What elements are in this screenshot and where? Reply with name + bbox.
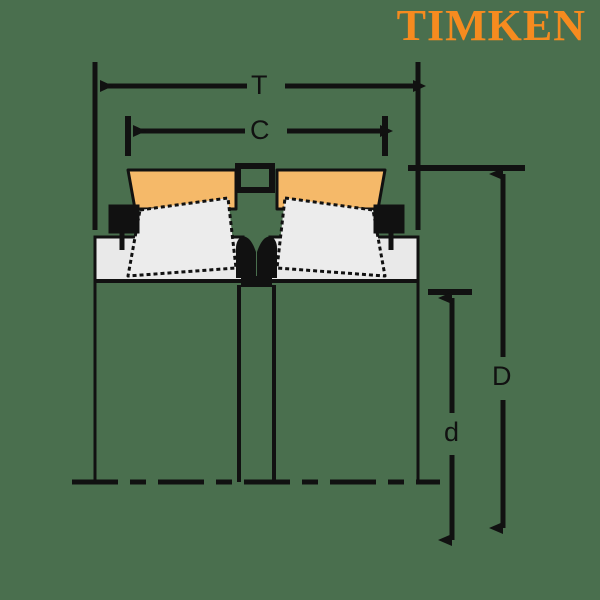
roller-left [126,196,238,278]
dimension-label-T: T [251,70,268,100]
cup-outer-race-left [126,168,238,211]
timken-logo: TIMKEN [396,1,586,50]
center-rib-left [236,236,256,278]
extension-lines [92,62,525,482]
roller-right [275,196,387,278]
cone-rib-right [373,204,405,234]
center-rib-right [257,236,277,278]
bearing-body [93,163,420,287]
center-spacer-notch [235,163,275,193]
dimension-label-C: C [250,115,270,145]
dimension-arrows [100,80,506,546]
dimension-label-D: D [492,361,512,391]
cone-rib-left [108,204,140,234]
dimension-label-d: d [444,417,460,447]
